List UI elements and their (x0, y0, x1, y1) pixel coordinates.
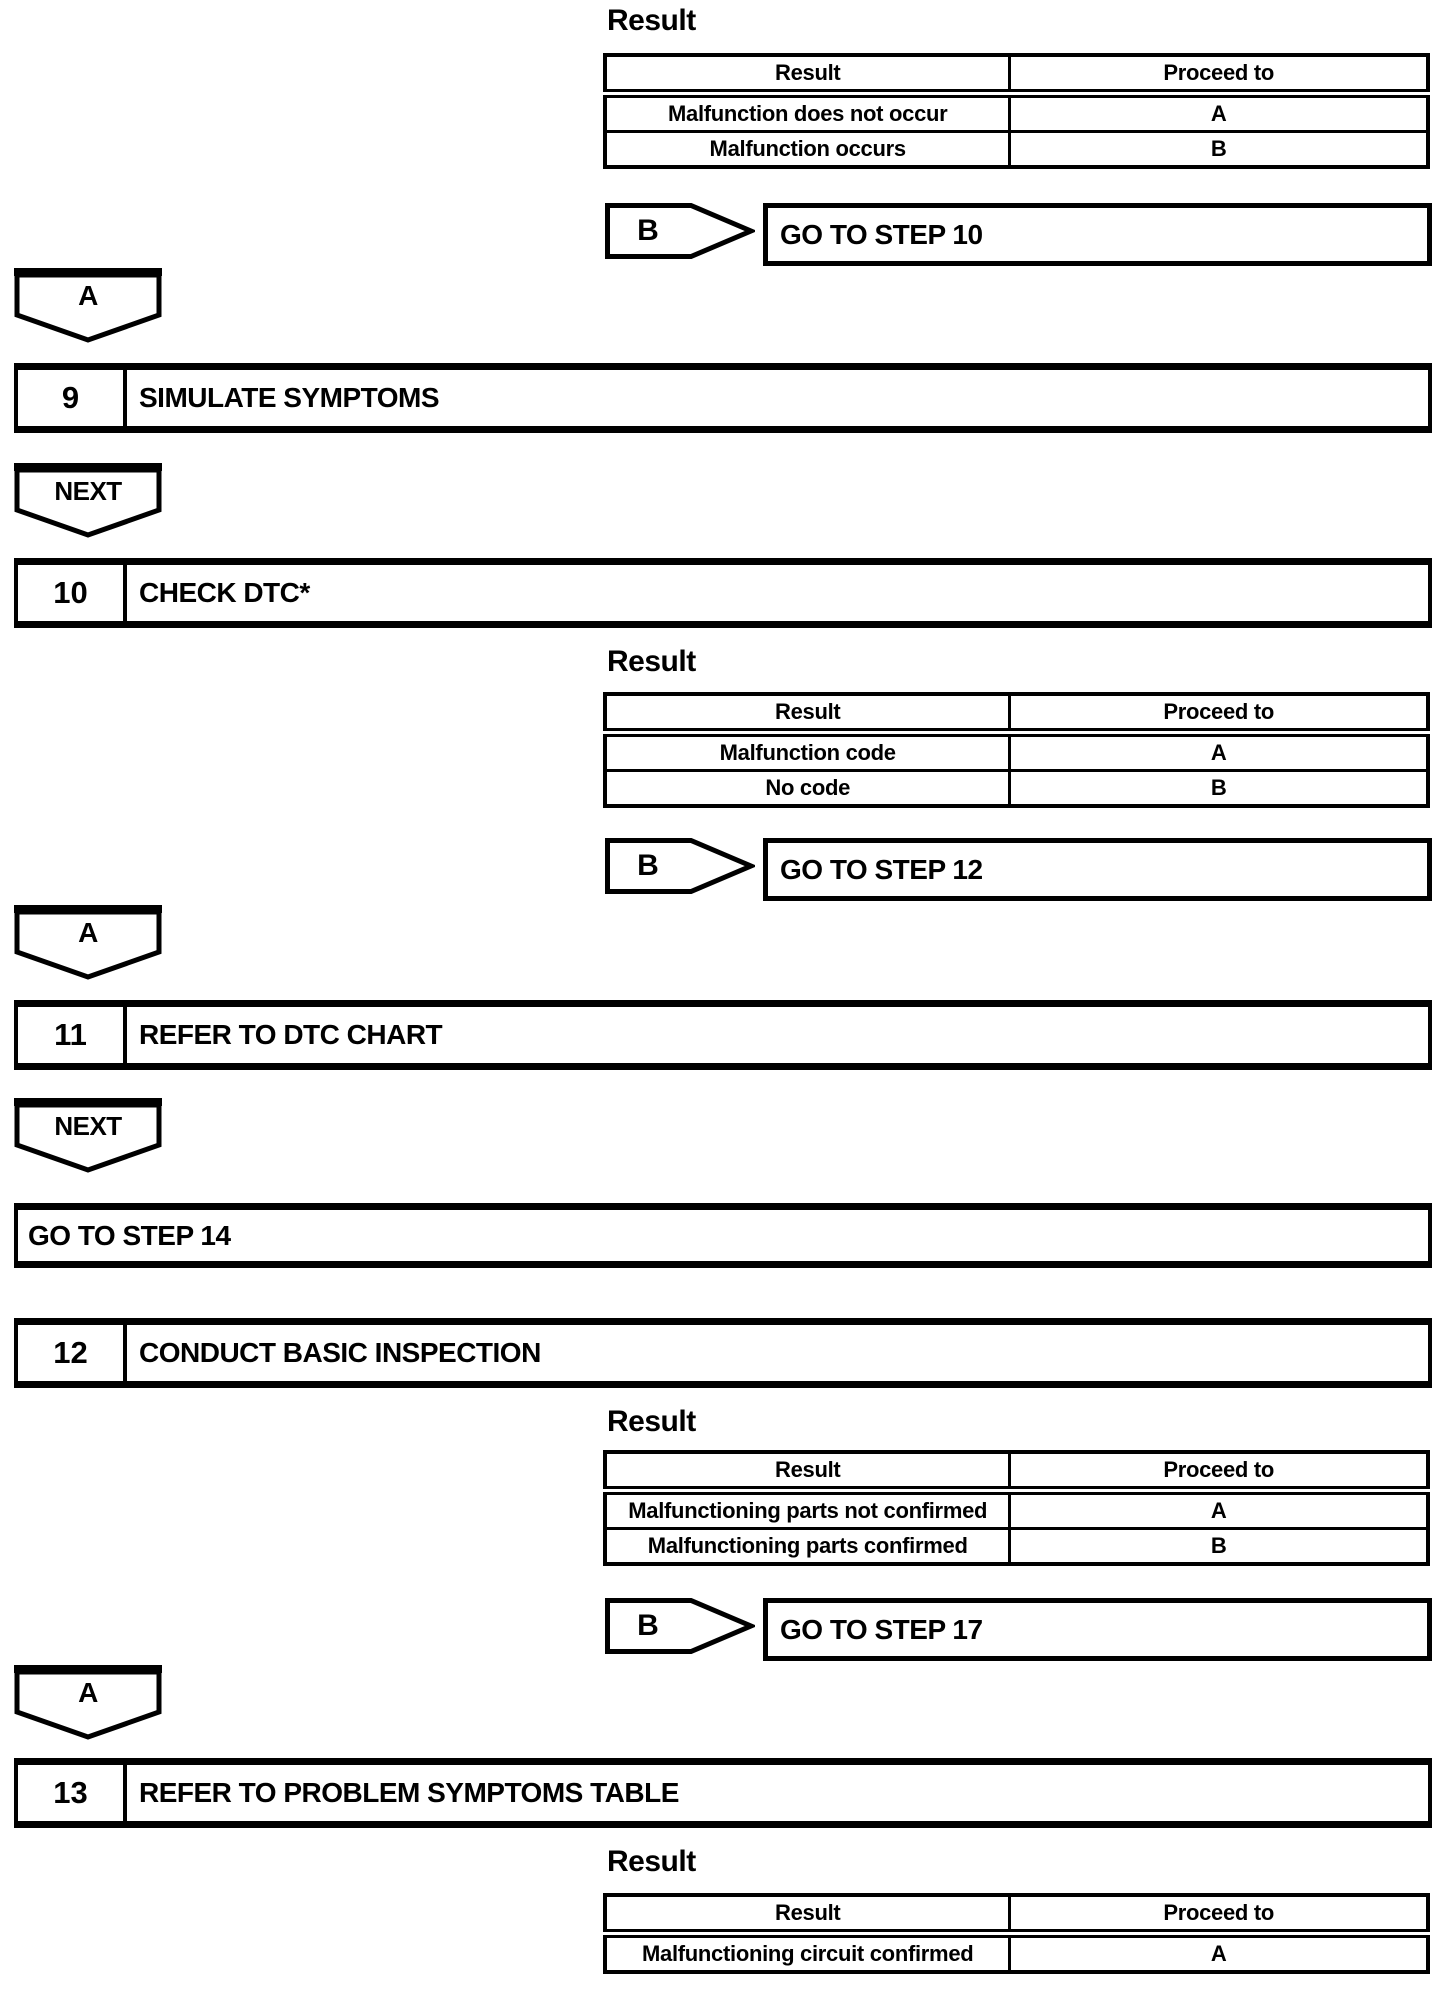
step-number: 13 (18, 1765, 127, 1821)
result-cell: Malfunction code (603, 731, 1012, 772)
proceed-cell: B (1008, 1527, 1430, 1566)
connector-a-1: A (14, 268, 162, 344)
step-number: 12 (18, 1325, 127, 1381)
pentagon-right-icon (605, 1598, 755, 1654)
connector-next-2: NEXT (14, 1098, 162, 1174)
connector-a-2: A (14, 905, 162, 981)
connector-b-label: B (637, 214, 659, 247)
result-cell: Malfunction occurs (603, 130, 1012, 169)
result-column-header: Result (603, 1893, 1012, 1938)
table-row: Malfunctioning circuit confirmed A (603, 1932, 1430, 1974)
result-table-3: Result Proceed to Malfunctioning parts n… (603, 1450, 1430, 1566)
step-row-11: 11 REFER TO DTC CHART (14, 1000, 1432, 1070)
goto-step12-box: GO TO STEP 12 (763, 838, 1432, 901)
connector-b-2: B (605, 838, 755, 894)
table-header-row: Result Proceed to (603, 1893, 1430, 1938)
result-cell: Malfunctioning parts confirmed (603, 1527, 1012, 1566)
step-number: 10 (18, 565, 127, 621)
table-row: Malfunction code A (603, 731, 1430, 772)
table-row: Malfunction occurs B (603, 130, 1430, 169)
table-header-row: Result Proceed to (603, 1450, 1430, 1495)
proceed-column-header: Proceed to (1008, 1450, 1430, 1495)
connector-next-label: NEXT (54, 1110, 122, 1141)
connector-b-1: B (605, 203, 755, 259)
result-column-header: Result (603, 692, 1012, 737)
proceed-cell: A (1008, 731, 1430, 772)
pentagon-down-icon (14, 905, 162, 980)
step-title: REFER TO DTC CHART (139, 1019, 443, 1050)
step-row-12: 12 CONDUCT BASIC INSPECTION (14, 1318, 1432, 1388)
pentagon-down-icon (14, 463, 162, 538)
connector-a-label: A (78, 917, 98, 948)
proceed-column-header: Proceed to (1008, 53, 1430, 98)
goto-step10-box: GO TO STEP 10 (763, 203, 1432, 266)
connector-b-label: B (637, 1609, 659, 1642)
step-number: 11 (18, 1007, 127, 1063)
proceed-column-header: Proceed to (1008, 1893, 1430, 1938)
connector-b-label: B (637, 849, 659, 882)
step-title: SIMULATE SYMPTOMS (139, 382, 440, 413)
pentagon-down-icon (14, 268, 162, 343)
proceed-column-header: Proceed to (1008, 692, 1430, 737)
result-cell: Malfunctioning parts not confirmed (603, 1489, 1012, 1530)
proceed-cell: A (1008, 92, 1430, 133)
result-heading-3: Result (607, 1405, 696, 1438)
proceed-cell: A (1008, 1489, 1430, 1530)
table-row: Malfunctioning parts confirmed B (603, 1527, 1430, 1566)
pentagon-right-icon (605, 203, 755, 259)
result-heading-1: Result (607, 4, 696, 37)
connector-a-label: A (78, 1677, 98, 1708)
goto-step17-box: GO TO STEP 17 (763, 1598, 1432, 1661)
result-cell: Malfunctioning circuit confirmed (603, 1932, 1012, 1974)
table-header-row: Result Proceed to (603, 692, 1430, 737)
pentagon-down-icon (14, 1098, 162, 1173)
result-cell: Malfunction does not occur (603, 92, 1012, 133)
step-title: REFER TO PROBLEM SYMPTOMS TABLE (139, 1777, 679, 1808)
pentagon-right-icon (605, 838, 755, 894)
proceed-cell: A (1008, 1932, 1430, 1974)
table-row: Malfunction does not occur A (603, 92, 1430, 133)
step-row-13: 13 REFER TO PROBLEM SYMPTOMS TABLE (14, 1758, 1432, 1828)
table-row: Malfunctioning parts not confirmed A (603, 1489, 1430, 1530)
step-title: CHECK DTC* (139, 577, 310, 608)
step-row-10: 10 CHECK DTC* (14, 558, 1432, 628)
step-title: CONDUCT BASIC INSPECTION (139, 1337, 541, 1368)
table-row: No code B (603, 769, 1430, 808)
result-table-1: Result Proceed to Malfunction does not o… (603, 53, 1430, 169)
proceed-cell: B (1008, 130, 1430, 169)
result-column-header: Result (603, 53, 1012, 98)
result-column-header: Result (603, 1450, 1012, 1495)
step-number: 9 (18, 370, 127, 426)
proceed-cell: B (1008, 769, 1430, 808)
connector-a-label: A (78, 280, 98, 311)
step-row-9: 9 SIMULATE SYMPTOMS (14, 363, 1432, 433)
table-header-row: Result Proceed to (603, 53, 1430, 98)
result-heading-2: Result (607, 645, 696, 678)
connector-next-1: NEXT (14, 463, 162, 539)
result-table-4: Result Proceed to Malfunctioning circuit… (603, 1893, 1430, 1974)
goto-step14-bar: GO TO STEP 14 (14, 1203, 1432, 1268)
result-cell: No code (603, 769, 1012, 808)
connector-b-3: B (605, 1598, 755, 1654)
pentagon-down-icon (14, 1665, 162, 1740)
result-table-2: Result Proceed to Malfunction code A No … (603, 692, 1430, 808)
connector-a-3: A (14, 1665, 162, 1741)
result-heading-4: Result (607, 1845, 696, 1878)
connector-next-label: NEXT (54, 475, 122, 506)
